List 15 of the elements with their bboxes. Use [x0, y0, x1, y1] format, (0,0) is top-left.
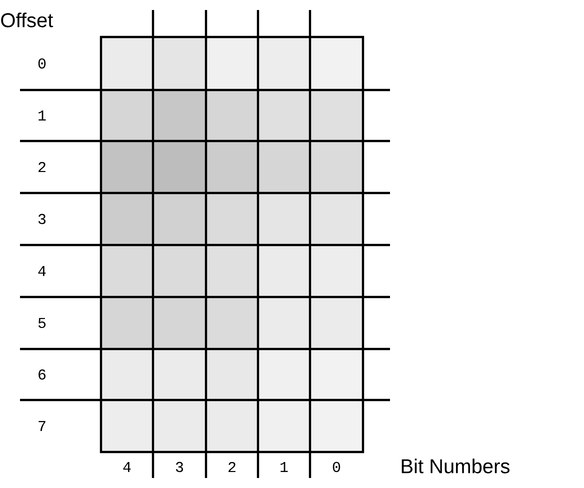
offset-number: 0: [38, 58, 46, 69]
axis-title: Bit Numbers: [402, 458, 510, 474]
bit-number: 2: [228, 462, 236, 472]
offset-number: 4: [38, 266, 46, 276]
offset-number: 6: [38, 369, 46, 380]
bit-number: 1: [280, 462, 288, 472]
offset-number: 1: [38, 110, 46, 120]
bit-number: 0: [332, 462, 340, 472]
offset-number: 5: [38, 318, 46, 328]
offset-number: 2: [38, 162, 46, 172]
bit-number: 3: [176, 462, 184, 472]
bit-number: 4: [123, 462, 131, 472]
offset-number: 3: [38, 214, 46, 224]
axis-title: Offset: [1, 12, 54, 28]
offset-number: 7: [38, 421, 46, 431]
